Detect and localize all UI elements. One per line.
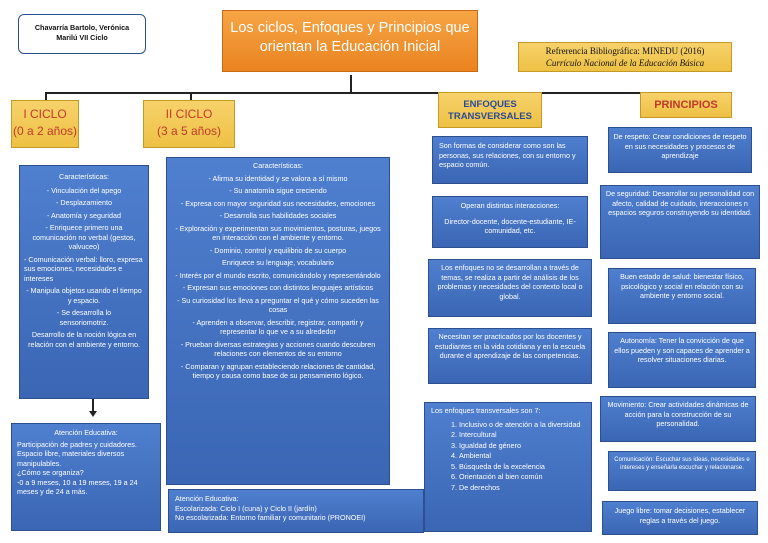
- enfoques-box-analysis: Los enfoques no se desarrollan a través …: [428, 259, 592, 317]
- ciclo2-atencion: Atención Educativa: Escolarizada: Ciclo …: [168, 489, 424, 533]
- connector-line: [190, 92, 192, 100]
- ciclo2-atencion-title: Atención Educativa:: [175, 494, 239, 503]
- reference-label: Refrerencia Bibliográfica: MINEDU (2016): [545, 46, 705, 56]
- ciclo1-char-title: Características:: [59, 172, 109, 181]
- principio-movimiento: Movimiento: Crear actividades dinámicas …: [600, 396, 756, 442]
- list-item: Intercultural: [459, 430, 585, 440]
- list-item: - Comparan y agrupan estableciendo relac…: [180, 361, 376, 381]
- ciclo2-header: II CICLO (3 a 5 años): [143, 100, 235, 148]
- enfoques-box-interactions: Operan distintas interacciones: Director…: [432, 196, 588, 248]
- ciclo2-title: II CICLO: [165, 107, 213, 121]
- ciclo2-ages: (3 a 5 años): [156, 124, 222, 139]
- principios-header: PRINCIPIOS: [640, 92, 732, 118]
- enfoques-list-title: Los enfoques transversales son 7:: [431, 406, 541, 415]
- author-cycle: Marilú VII Ciclo: [56, 32, 108, 42]
- list-item: - Su curiosidad los lleva a preguntar el…: [177, 295, 379, 315]
- list-item: - Enriquece primero una comunicación no …: [32, 223, 136, 251]
- list-item: - Prueban diversas estrategias y accione…: [180, 339, 376, 359]
- list-item: - Expresan sus emociones con distintos l…: [182, 283, 374, 292]
- ciclo1-atencion-title: Atención Educativa:: [54, 428, 118, 437]
- ciclo1-header: I CICLO (0 a 2 años): [11, 100, 79, 148]
- principio-seguridad: De seguridad: Desarrollar su personalida…: [600, 185, 760, 259]
- ciclo1-closing: Desarrollo de la noción lógica en relaci…: [28, 330, 140, 349]
- enfoques-list-box: Los enfoques transversales son 7: Inclus…: [424, 402, 592, 532]
- connector-line: [45, 92, 47, 100]
- list-item: De derechos: [459, 483, 585, 493]
- ciclo2-characteristics: Características: - Afirma su identidad y…: [166, 157, 390, 485]
- list-item: - Aprenden a observar, describir, regist…: [192, 317, 364, 337]
- list-item: - Comunicación verbal: lloro, expresa su…: [24, 254, 143, 283]
- reference-work: Currículo Nacional de la Educación Básic…: [545, 57, 705, 68]
- list-item: - Interés por el mundo escrito, comunicá…: [175, 270, 381, 280]
- list-item: - Exploración y experimentan sus movimie…: [175, 223, 381, 243]
- list-item: - Afirma su identidad y se valora a sí m…: [208, 173, 348, 183]
- arrow-down-icon: [88, 411, 97, 417]
- author-name: Chavarría Bartolo, Verónica: [34, 23, 130, 32]
- ciclo1-ages: (0 a 2 años): [12, 124, 78, 139]
- page-title: Los ciclos, Enfoques y Principios que or…: [222, 10, 478, 72]
- ciclo1-atencion: Atención Educativa: Participación de pad…: [11, 423, 161, 531]
- list-item: - Se desarrolla lo sensoriomotriz.: [56, 308, 112, 327]
- author-box: Chavarría Bartolo, Verónica Marilú VII C…: [18, 14, 146, 54]
- ciclo1-characteristics: Características: - Vinculación del apego…: [19, 165, 149, 399]
- ciclo2-char-title: Características:: [253, 161, 303, 170]
- enfoques-box-definition: Son formas de considerar como son las pe…: [432, 136, 588, 184]
- list-item: - Desarrolla sus habilidades sociales: [219, 211, 337, 220]
- enfoques-header: ENFOQUES TRANSVERSALES: [438, 92, 542, 128]
- principio-juego: Juego libre: tomar decisiones, establece…: [602, 501, 758, 535]
- reference-box: Refrerencia Bibliográfica: MINEDU (2016)…: [518, 42, 732, 72]
- list-item: Orientación al bien común: [459, 472, 585, 482]
- list-item: - Manipula objetos usando el tiempo y es…: [26, 286, 142, 305]
- list-item: Búsqueda de la excelencia: [459, 462, 585, 472]
- principio-comunicacion: Comunicación: Escuchar sus ideas, necesi…: [608, 451, 756, 491]
- list-item: - Vinculación del apego: [46, 185, 122, 195]
- principio-autonomia: Autonomía: Tener la convicción de que el…: [608, 332, 756, 388]
- list-item: Inclusivo o de atención a la diversidad: [459, 420, 585, 430]
- list-item: Ambiental: [459, 451, 585, 461]
- list-item: Igualdad de género: [459, 441, 585, 451]
- connector-line: [45, 92, 671, 94]
- list-item: Enriquece su lenguaje, vocabulario: [222, 258, 334, 267]
- enfoques-box-practice: Necesitan ser practicados por los docent…: [428, 328, 592, 384]
- list-item: - Su anatomía sigue creciendo: [229, 186, 327, 195]
- principio-salud: Buen estado de salud: bienestar físico, …: [608, 268, 756, 324]
- connector-line: [92, 398, 94, 412]
- list-item: - Anatomía y seguridad: [47, 210, 121, 220]
- connector-line: [350, 75, 352, 93]
- principio-respeto: De respeto: Crear condiciones de respeto…: [608, 127, 752, 173]
- list-item: - Expresa con mayor seguridad sus necesi…: [180, 198, 376, 208]
- list-item: - Desplazamiento: [56, 198, 112, 207]
- list-item: - Dominio, control y equilibrio de su cu…: [209, 245, 347, 255]
- ciclo1-title: I CICLO: [23, 107, 67, 121]
